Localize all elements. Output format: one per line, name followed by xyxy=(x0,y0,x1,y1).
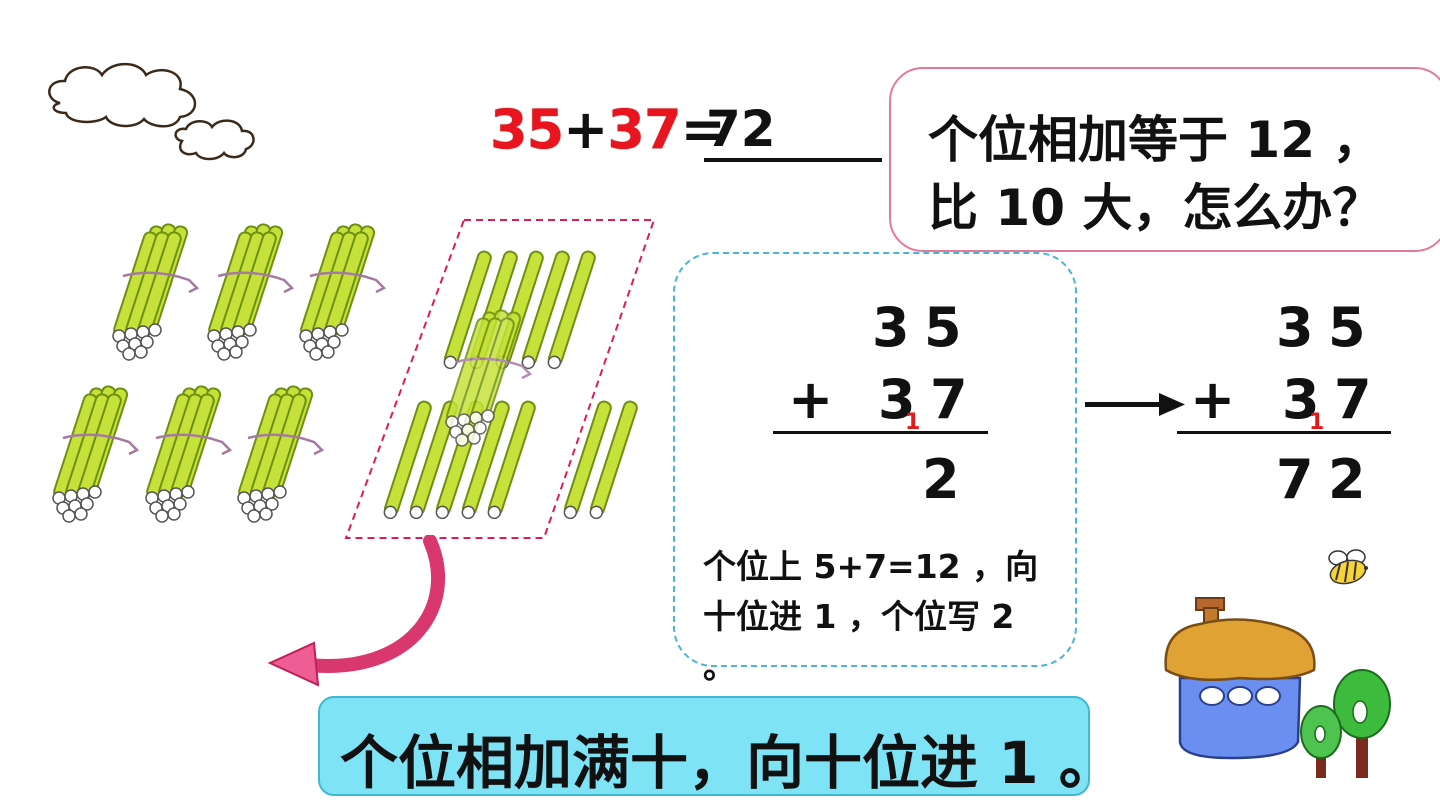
house-icon xyxy=(1164,597,1391,778)
question-bubble xyxy=(889,67,1440,252)
note-line-2: 十位进 1 ，个位写 2 xyxy=(703,597,1015,636)
calc-right-line xyxy=(1177,431,1391,434)
calc-left-bottom-ones: 7 xyxy=(930,368,968,431)
calc-right-carry: 1 xyxy=(1309,410,1325,435)
question-line-1: 个位相加等于 12 ， xyxy=(928,111,1383,169)
calc-left-bottom-tens: 3 xyxy=(878,368,916,431)
calc-left-top-tens: 3 xyxy=(872,296,910,359)
calc-left-top-ones: 5 xyxy=(924,296,962,359)
calc-left-result-ones: 2 xyxy=(922,448,960,511)
calc-left-line xyxy=(773,431,988,434)
summary-text: 个位相加满十，向十位进 1 。 xyxy=(340,729,1117,797)
calc-right-top-ones: 5 xyxy=(1328,296,1366,359)
bee-icon xyxy=(1328,549,1368,585)
stick-bundles-illustration xyxy=(51,219,656,539)
curved-arrow-icon xyxy=(267,535,445,687)
calc-right-bottom-tens: 3 xyxy=(1282,368,1320,431)
addend-b: 37 xyxy=(607,98,681,161)
question-line-2: 比 10 大，怎么办？ xyxy=(928,179,1383,237)
equation: 35+37= xyxy=(490,98,726,161)
answer-underline xyxy=(704,158,882,162)
equals-sign: = xyxy=(680,98,726,161)
addend-a: 35 xyxy=(490,98,564,161)
cloud-icon xyxy=(48,62,255,161)
summary-box xyxy=(318,696,1090,796)
calc-right-top-tens: 3 xyxy=(1276,296,1314,359)
calc-right-bottom-ones: 7 xyxy=(1334,368,1372,431)
calc-right-plus: + xyxy=(1190,368,1236,431)
calc-right-result-ones: 2 xyxy=(1328,448,1366,511)
vertical-calc-box xyxy=(673,252,1077,667)
calc-right-result-tens: 7 xyxy=(1276,448,1314,511)
calc-left-plus: + xyxy=(788,368,834,431)
note-line-1: 个位上 5+7=12 ，向 xyxy=(703,547,1039,586)
plus-sign: + xyxy=(563,98,608,161)
equation-answer: 72 xyxy=(706,100,776,158)
note-line-3: 。 xyxy=(703,647,736,686)
right-arrow-icon xyxy=(1085,393,1185,416)
calc-left-carry: 1 xyxy=(905,410,921,435)
